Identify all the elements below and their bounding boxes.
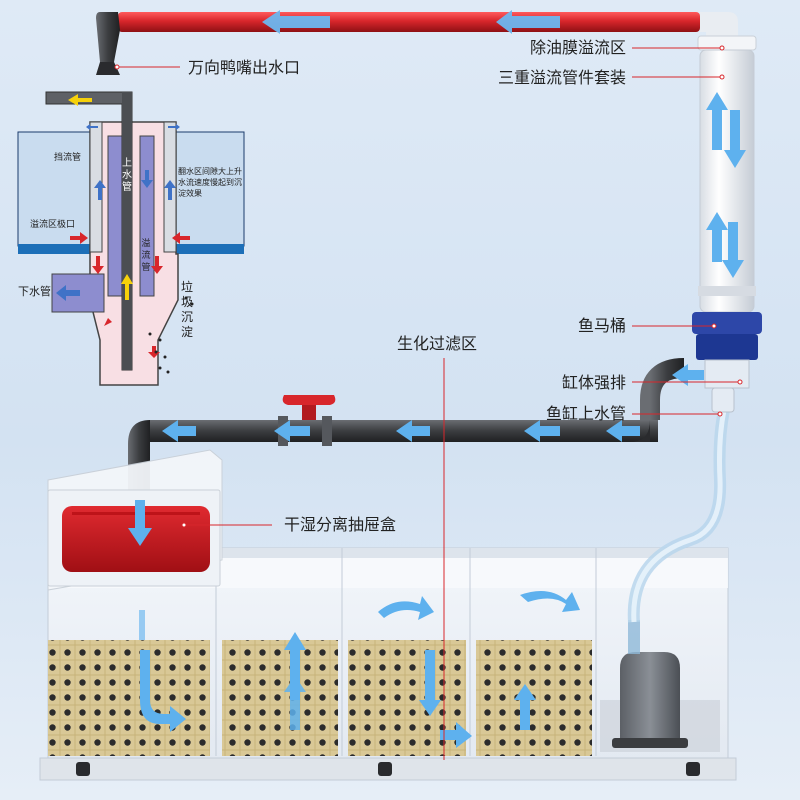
label-forced-drain: 缸体强排 xyxy=(561,373,626,392)
sponge-block-icon xyxy=(48,640,592,756)
yellow-arrow-icon xyxy=(68,94,92,106)
label-tank-inlet-pipe: 鱼缸上水管 xyxy=(545,404,626,423)
label-settling-note: 翻水区间隙大上升水流速度慢起到沉淀效果 xyxy=(178,167,242,198)
sediment-dots xyxy=(148,296,194,374)
label-sediment: 垃圾沉淀 xyxy=(180,280,193,339)
red-arrow-icon xyxy=(70,232,190,358)
triple-overflow-kit xyxy=(692,12,762,389)
flow-arrow-icon xyxy=(128,500,580,748)
duckbill-nozzle-icon xyxy=(96,62,120,75)
label-toilet-box: 鱼马桶 xyxy=(577,316,626,335)
yellow-arrow-icon xyxy=(121,274,133,300)
flow-arrow-icon xyxy=(162,364,704,442)
label-overflow-pipe: 溢流管 xyxy=(141,239,151,273)
label-up-pipe: 上水管 xyxy=(122,158,132,193)
label-baffle-pipe: 挡流管 xyxy=(54,153,82,163)
callout-lines xyxy=(117,47,740,760)
valve-icon xyxy=(282,395,336,420)
label-overflow-port: 溢流区极口 xyxy=(30,220,76,230)
flow-arrow-icon xyxy=(262,10,560,34)
inset-cross-section xyxy=(17,91,245,386)
flow-arrow-icon xyxy=(56,124,180,301)
pump-icon xyxy=(600,620,720,752)
label-nozzle-outlet: 万向鸭嘴出水口 xyxy=(188,58,301,77)
label-skimmer-overflow: 除油膜溢流区 xyxy=(529,38,626,57)
label-drain-pipe: 下水管 xyxy=(18,285,51,298)
label-wet-dry-drawer: 干湿分离抽屉盒 xyxy=(284,515,397,534)
label-triple-overflow-kit: 三重溢流管件套装 xyxy=(497,68,626,87)
flow-arrow-icon xyxy=(706,92,746,278)
label-bio-filter-zone: 生化过滤区 xyxy=(397,334,478,353)
